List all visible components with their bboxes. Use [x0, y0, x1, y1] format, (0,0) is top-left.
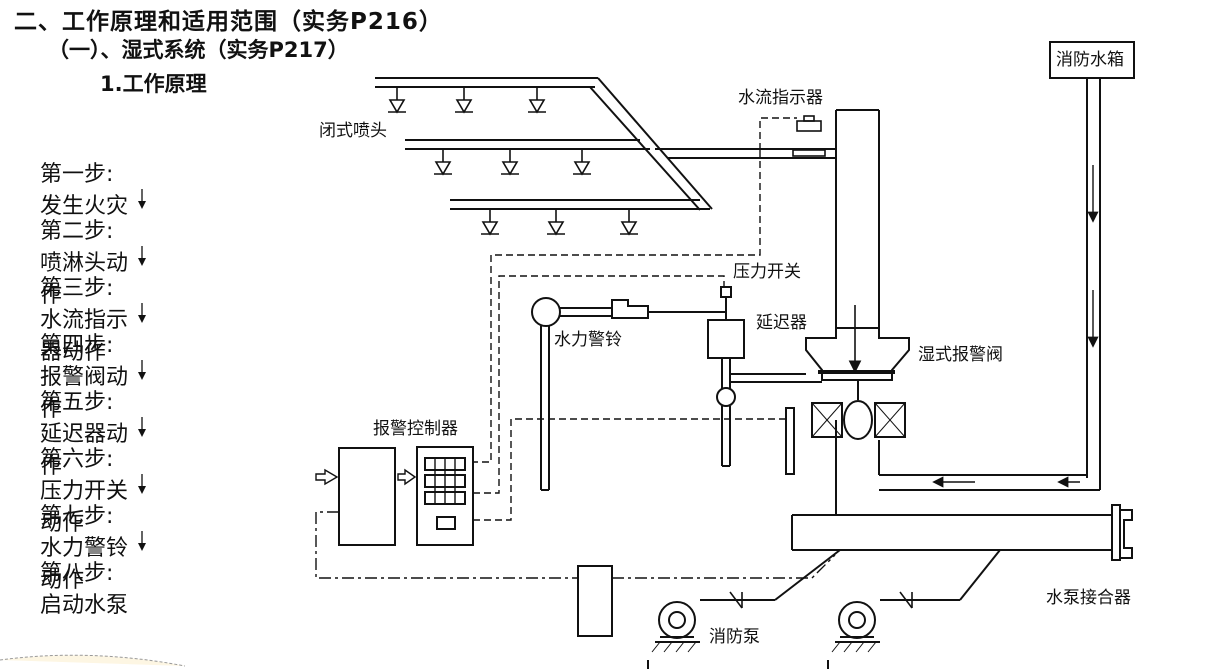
retard-chamber-icon — [707, 286, 822, 467]
step-text: 启动水泵 — [40, 593, 129, 618]
step-7: 第七步: 水力警铃动作 — [40, 498, 136, 594]
down-arrow-icon — [138, 360, 146, 380]
step-2: 第二步: 喷淋头动作 — [40, 213, 136, 309]
water-flow-indicator-label: 水流指示器 — [738, 88, 823, 108]
down-arrow-icon — [138, 246, 146, 266]
section-subtitle: （一）、湿式系统（实务P217） — [48, 38, 349, 62]
fire-tank-label: 消防水箱 — [1056, 50, 1124, 70]
step-number: 第八步: — [40, 561, 114, 586]
signal-lines — [473, 117, 797, 521]
down-arrow-icon — [138, 417, 146, 437]
alarm-controller-icon — [315, 446, 474, 546]
pressure-switch-label: 压力开关 — [733, 262, 801, 282]
pump-connector-icon — [1111, 504, 1133, 561]
step-number: 第一步: — [40, 162, 114, 187]
step-text: 喷淋头动作 — [40, 251, 129, 308]
step-text: 压力开关动作 — [40, 479, 129, 536]
branch-pipes — [375, 77, 836, 211]
step-number: 第七步: — [40, 504, 114, 529]
wet-alarm-valve-icon — [785, 305, 910, 475]
step-5: 第五步: 延迟器动作 — [40, 384, 136, 480]
water-motor-gong-label: 水力警铃 — [554, 330, 622, 350]
step-text: 水力警铃动作 — [40, 536, 129, 593]
step-text: 发生火灾 — [40, 194, 129, 219]
alarm-controller-label: 报警控制器 — [373, 419, 458, 439]
wet-alarm-valve-label: 湿式报警阀 — [918, 345, 1003, 365]
fire-pump-label: 消防泵 — [709, 627, 760, 647]
pump-control-box — [577, 565, 613, 637]
step-number: 第五步: — [40, 390, 114, 415]
page-title: 二、工作原理和适用范围（实务P216） — [14, 9, 443, 35]
down-arrow-icon — [138, 474, 146, 494]
step-number: 第三步: — [40, 276, 114, 301]
down-arrow-icon — [138, 531, 146, 551]
step-number: 第四步: — [40, 333, 114, 358]
section-heading: 1.工作原理 — [100, 72, 207, 96]
closed-sprinkler-label: 闭式喷头 — [319, 121, 387, 141]
step-text: 报警阀动作 — [40, 365, 129, 422]
water-motor-gong-icon — [531, 297, 725, 491]
fire-tank-icon — [1049, 41, 1135, 490]
fire-pump-icon — [827, 549, 1001, 669]
pump-connector-label: 水泵接合器 — [1046, 588, 1131, 608]
step-3: 第三步: 水流指示器动作 — [40, 270, 136, 366]
step-number: 第二步: — [40, 219, 114, 244]
supply-pipes — [791, 474, 1112, 551]
step-8: 第八步: 启动水泵 — [40, 555, 136, 619]
retard-chamber-label: 延迟器 — [756, 313, 807, 333]
step-6: 第六步: 压力开关动作 — [40, 441, 136, 537]
riser-pipe — [835, 109, 880, 515]
fire-pump-icon — [647, 549, 841, 669]
step-1: 第一步: 发生火灾 — [40, 156, 136, 220]
step-number: 第六步: — [40, 447, 114, 472]
down-arrow-icon — [138, 189, 146, 209]
step-4: 第四步: 报警阀动作 — [40, 327, 136, 423]
closed-sprinkler-icon — [388, 87, 638, 236]
corner-decoration — [0, 654, 186, 667]
step-text: 延迟器动作 — [40, 422, 129, 479]
down-arrow-icon — [138, 303, 146, 323]
water-flow-indicator-icon — [792, 115, 826, 157]
control-lines — [315, 511, 836, 579]
step-text: 水流指示器动作 — [40, 308, 129, 365]
